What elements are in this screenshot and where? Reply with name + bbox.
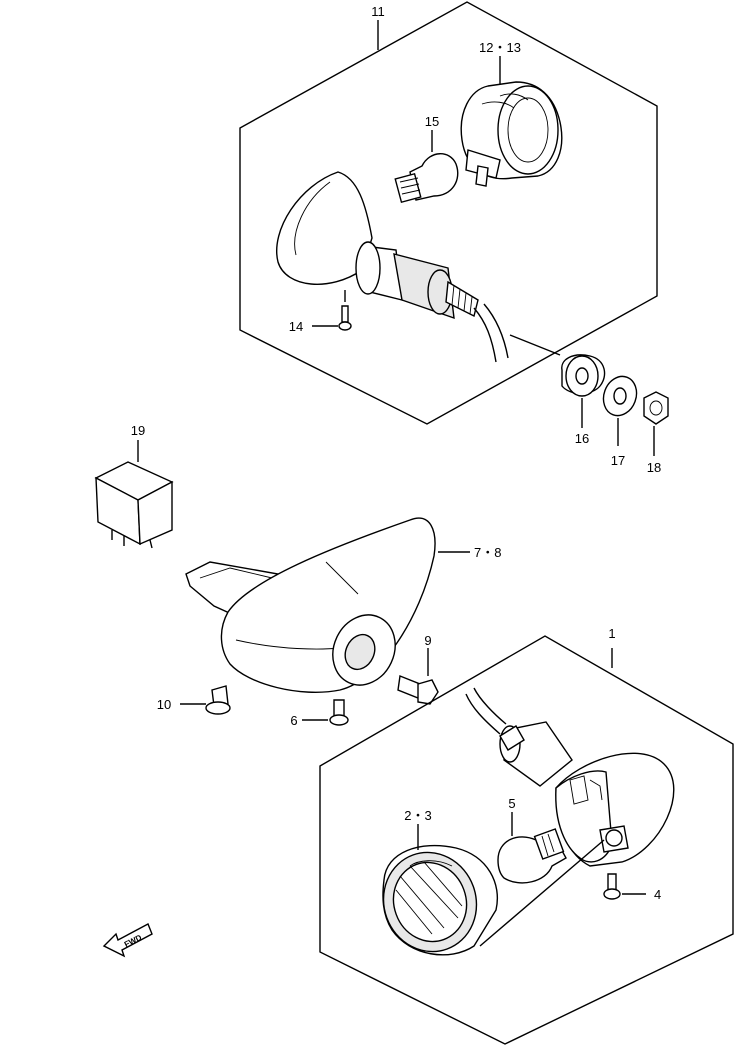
front-lens-2-3	[382, 824, 498, 956]
assembly-frame-upper	[239, 1, 658, 425]
callout-15: 15	[425, 114, 439, 129]
leader-lens	[479, 839, 605, 947]
leader-assembly-11	[509, 334, 561, 356]
rear-signal-body	[276, 171, 509, 363]
screw-6	[302, 699, 349, 726]
front-signal-body	[465, 687, 675, 867]
callout-19: 19	[131, 423, 145, 438]
relay-19	[94, 440, 174, 549]
fwd-arrow-icon: FWD	[102, 923, 153, 958]
callout-12-13: 12・13	[479, 40, 521, 55]
bolt-9	[397, 648, 439, 705]
nut-18	[643, 391, 669, 425]
bulb-front	[497, 812, 567, 884]
callout-1: 1	[608, 626, 615, 641]
assembly-frame-lower	[319, 635, 734, 1045]
callout-17: 17	[611, 453, 625, 468]
callout-9: 9	[424, 633, 431, 648]
washer-17	[602, 375, 638, 417]
bulb-rear	[394, 153, 459, 204]
callout-16: 16	[575, 431, 589, 446]
callout-10: 10	[157, 697, 171, 712]
callout-7-8: 7・8	[474, 545, 501, 560]
callout-2-3: 2・3	[404, 808, 431, 823]
rubber-washer-16	[561, 354, 606, 397]
callout-5: 5	[508, 796, 515, 811]
callout-14: 14	[289, 319, 303, 334]
callout-18: 18	[647, 460, 661, 475]
bulb-socket-rear	[460, 81, 563, 187]
callout-11: 11	[371, 4, 385, 19]
screw-14	[338, 290, 352, 331]
screw-4	[603, 873, 646, 900]
callout-4: 4	[654, 887, 661, 902]
signal-cover-7-8	[185, 517, 470, 693]
callout-6: 6	[290, 713, 297, 728]
screw-10	[180, 685, 231, 715]
